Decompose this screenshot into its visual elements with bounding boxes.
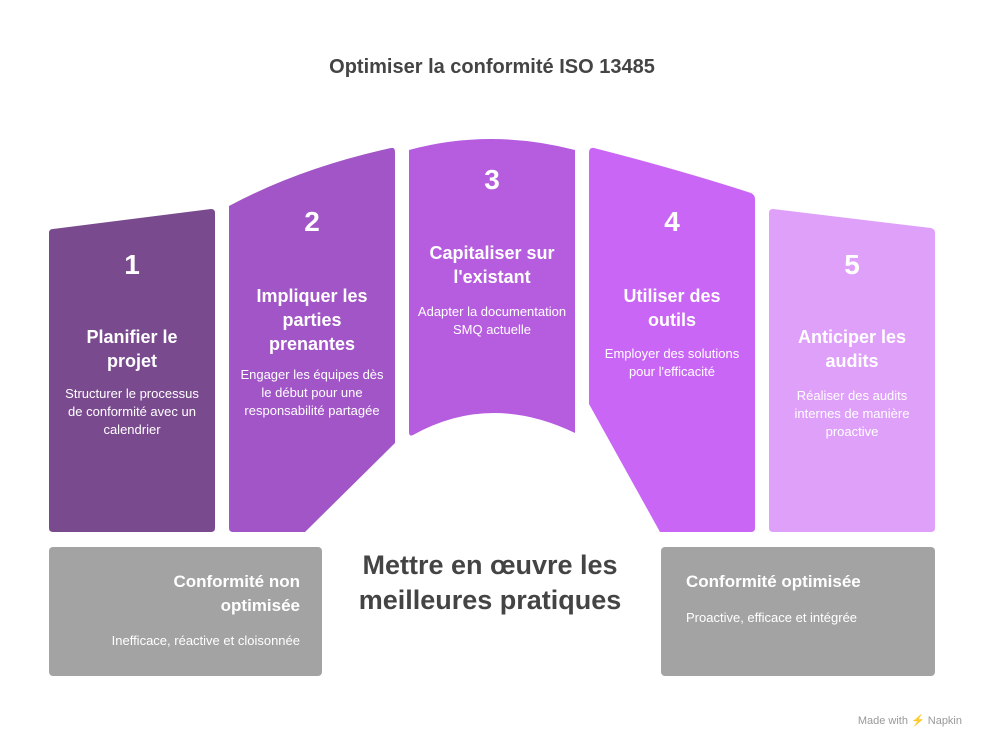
step-1-shape bbox=[49, 209, 215, 532]
left-box-description: Inefficace, réactive et cloisonnée bbox=[111, 633, 300, 648]
right-box-heading: Conformité optimisée bbox=[686, 572, 861, 591]
right-box-description: Proactive, efficace et intégrée bbox=[686, 610, 858, 625]
step-4-description: Employer des solutions pour l'efficacité bbox=[604, 346, 740, 379]
step-4-heading: Utiliser des outils bbox=[623, 286, 721, 330]
step-1-heading: Planifier le projet bbox=[86, 327, 178, 371]
step-2-description: Engager les équipes dès le début pour un… bbox=[240, 367, 384, 418]
napkin-credit[interactable]: Made with ⚡ Napkin bbox=[857, 715, 962, 727]
step-2-shape bbox=[229, 147, 395, 533]
step-5-description: Réaliser des audits internes de manière … bbox=[794, 388, 910, 439]
step-2-heading: Impliquer les parties prenantes bbox=[256, 286, 368, 354]
step-3-number: 3 bbox=[484, 164, 500, 195]
page-title: Optimiser la conformité ISO 13485 bbox=[329, 56, 655, 78]
step-1-number: 1 bbox=[124, 249, 140, 280]
center-label: Mettre en œuvre les meilleures pratiques bbox=[358, 550, 622, 615]
step-5-shape bbox=[769, 209, 935, 532]
step-2-number: 2 bbox=[304, 206, 320, 237]
step-4-shape bbox=[589, 147, 755, 532]
step-3-shape bbox=[409, 139, 575, 436]
step-1-description: Structurer le processus de conformité av… bbox=[65, 386, 199, 437]
right-box-bg bbox=[661, 547, 935, 676]
step-5-number: 5 bbox=[844, 249, 860, 280]
step-4-number: 4 bbox=[664, 206, 680, 237]
step-5-heading: Anticiper les audits bbox=[797, 327, 907, 371]
left-box-bg bbox=[49, 547, 322, 676]
left-box-heading: Conformité non optimisée bbox=[173, 572, 300, 615]
step-3-heading: Capitaliser sur l'existant bbox=[429, 243, 555, 287]
step-3-description: Adapter la documentation SMQ actuelle bbox=[417, 304, 567, 337]
